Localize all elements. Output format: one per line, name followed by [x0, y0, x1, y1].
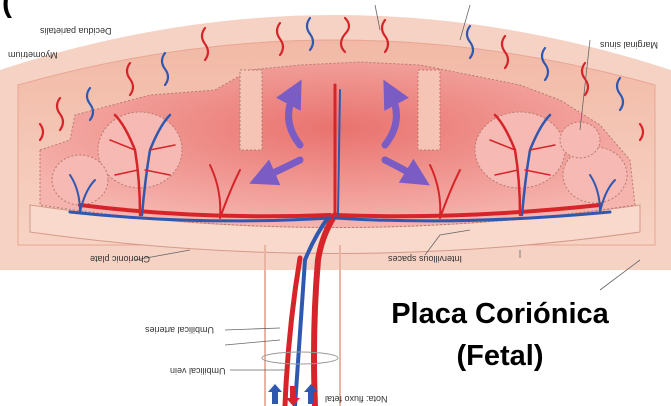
title-line-2: (Fetal) [355, 340, 645, 373]
title-line-1: Placa Coriónica [355, 298, 645, 331]
label-chorionic-plate: Chorionic plate [90, 254, 150, 264]
top-cut-text: ( [2, 0, 12, 20]
label-umbilical-vein: Umbilical vein [170, 366, 226, 376]
label-marginal-sinus: Marginal sinus [600, 40, 658, 50]
label-decidua-parietalis: Decidua parietalis [40, 26, 112, 36]
label-intervillous-spaces: Intervillous spaces [388, 254, 462, 264]
label-myometrium: Myometrium [8, 50, 58, 60]
label-fetal-note: Nota: fluxo fetal [325, 394, 388, 404]
cord-arrows [268, 384, 318, 406]
label-umbilical-arteries: Umbilical arteries [145, 325, 214, 335]
